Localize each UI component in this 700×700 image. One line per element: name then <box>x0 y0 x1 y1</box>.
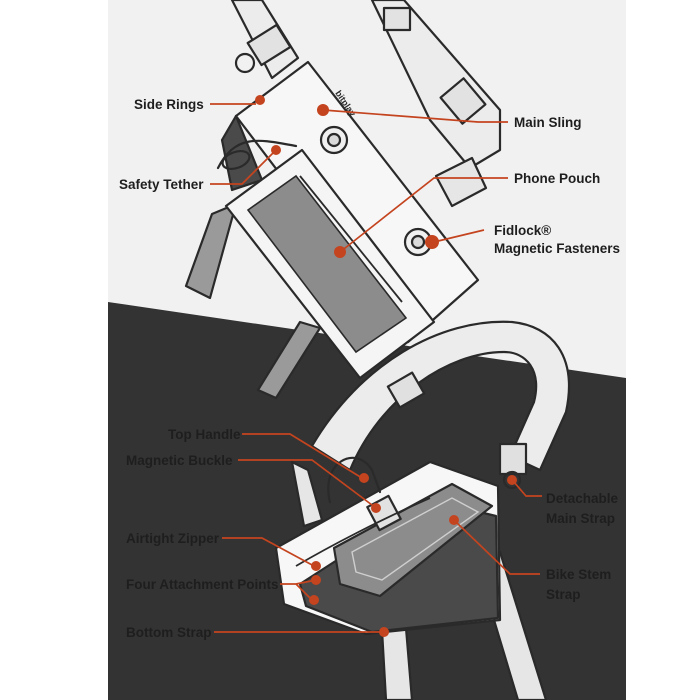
airtight-zipper-line <box>295 497 431 567</box>
top-strap-left-buckle <box>246 23 292 67</box>
main-sling-buckle-top <box>382 6 412 32</box>
callout-labels: Side Rings Safety Tether Main Sling Phon… <box>119 97 620 640</box>
side-ring-shape <box>234 52 256 74</box>
label-fidlock-line-1: Fidlock® <box>494 223 551 238</box>
label-phone-pouch: Phone Pouch <box>514 171 600 186</box>
main-strap-ring <box>502 470 522 490</box>
leader-attachment-point-2 <box>295 583 313 601</box>
dot-magnetic-buckle <box>371 503 381 513</box>
label-four-attachment-points: Four Attachment Points <box>126 577 279 592</box>
bottom-bag-illustration <box>274 320 571 700</box>
dot-airtight-zipper <box>311 561 321 571</box>
leader-magnetic-buckle <box>238 459 377 509</box>
label-magnetic-buckle: Magnetic Buckle <box>126 453 233 468</box>
label-side-rings: Side Rings <box>134 97 204 112</box>
phone-pouch-window <box>246 174 408 354</box>
label-airtight-zipper: Airtight Zipper <box>126 531 220 546</box>
leader-detachable-main-strap <box>513 481 542 497</box>
label-fidlock-line-2: Magnetic Fasteners <box>494 241 620 256</box>
dot-top-handle <box>359 473 369 483</box>
phone-pouch-zipper <box>299 175 403 303</box>
leader-phone-pouch <box>339 177 508 253</box>
main-sling-strap <box>370 0 502 170</box>
main-strap-clip <box>498 442 528 476</box>
bike-stem-pad-stitch <box>351 497 480 581</box>
fidlock-disc-bottom-inner <box>410 234 426 250</box>
label-bike-stem-strap-line-1: Bike Stem <box>546 567 611 582</box>
main-sling-slider <box>439 77 487 125</box>
dot-bike-stem-strap <box>449 515 459 525</box>
leader-safety-tether <box>210 149 277 185</box>
dot-side-rings <box>255 95 265 105</box>
fidlock-disc-top-inner <box>326 132 342 148</box>
label-main-sling: Main Sling <box>514 115 582 130</box>
bottom-strap-shape <box>380 626 414 700</box>
sling-buckle <box>434 156 488 208</box>
label-safety-tether: Safety Tether <box>119 177 204 192</box>
label-detachable-main-strap-line-1: Detachable <box>546 491 619 506</box>
dot-phone-pouch <box>334 246 346 258</box>
label-top-handle: Top Handle <box>168 427 241 442</box>
leader-airtight-zipper <box>222 537 315 567</box>
dot-fidlock <box>425 235 439 249</box>
top-bag-side-dark <box>220 114 264 192</box>
dot-bottom-strap <box>379 627 389 637</box>
callout-leaders <box>210 95 542 637</box>
label-bottom-strap: Bottom Strap <box>126 625 212 640</box>
leader-main-sling <box>322 109 508 123</box>
leader-top-handle <box>242 433 363 479</box>
dot-safety-tether <box>271 145 281 155</box>
dot-detachable-main-strap <box>507 475 517 485</box>
leader-fidlock <box>433 229 485 243</box>
top-hanging-strap <box>256 320 322 400</box>
dot-main-sling <box>317 104 329 116</box>
main-strap-buckle <box>386 371 426 409</box>
dot-attachment-point-2 <box>309 595 319 605</box>
bike-stem-pad <box>332 482 494 598</box>
safety-tether-coil <box>221 149 251 171</box>
dot-attachment-point-1 <box>311 575 321 585</box>
label-detachable-main-strap-line-2: Main Strap <box>546 511 615 526</box>
label-bike-stem-strap-line-2: Strap <box>546 587 581 602</box>
leader-bike-stem-strap <box>455 521 540 575</box>
top-bag-illustration: bitplay <box>184 0 502 400</box>
side-strap-left <box>290 460 324 528</box>
detachable-main-strap-shape <box>310 320 571 472</box>
top-handle-shape <box>327 456 382 504</box>
